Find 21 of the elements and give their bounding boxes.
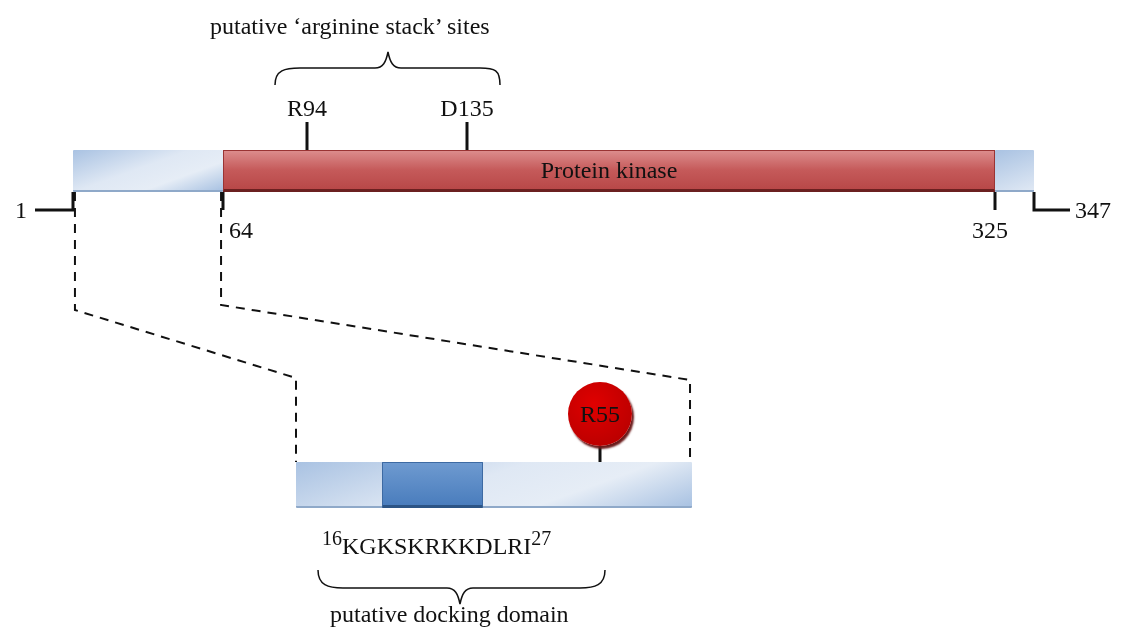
residue-label: R94 [279,94,335,122]
residue-label: D135 [432,94,502,122]
protein-segment-bar [296,462,692,508]
residue-label: R55 [580,400,620,428]
residue-circle [568,382,632,446]
sequence-text: $^{16}$KGKSKRKKDLRI$^{27}$ [322,528,552,558]
kinase-domain-bar [223,150,995,192]
domain-label: Protein kinase [540,156,678,184]
connector-line [598,446,602,462]
protein-segment-bar [73,150,223,192]
position-number: 325 [972,218,1008,242]
annotation-text: putative ‘arginine stack’ sites [210,14,490,38]
zoom-guide-line [73,191,297,463]
protein-segment-bar [995,150,1034,192]
position-number: 64 [229,218,253,242]
docking-domain-bar [382,462,483,508]
connector-line [465,122,469,150]
annotation-text: putative docking domain [330,602,569,626]
connector-line [305,122,309,150]
position-number: 347 [1075,198,1111,222]
position-number: 1 [15,198,27,222]
